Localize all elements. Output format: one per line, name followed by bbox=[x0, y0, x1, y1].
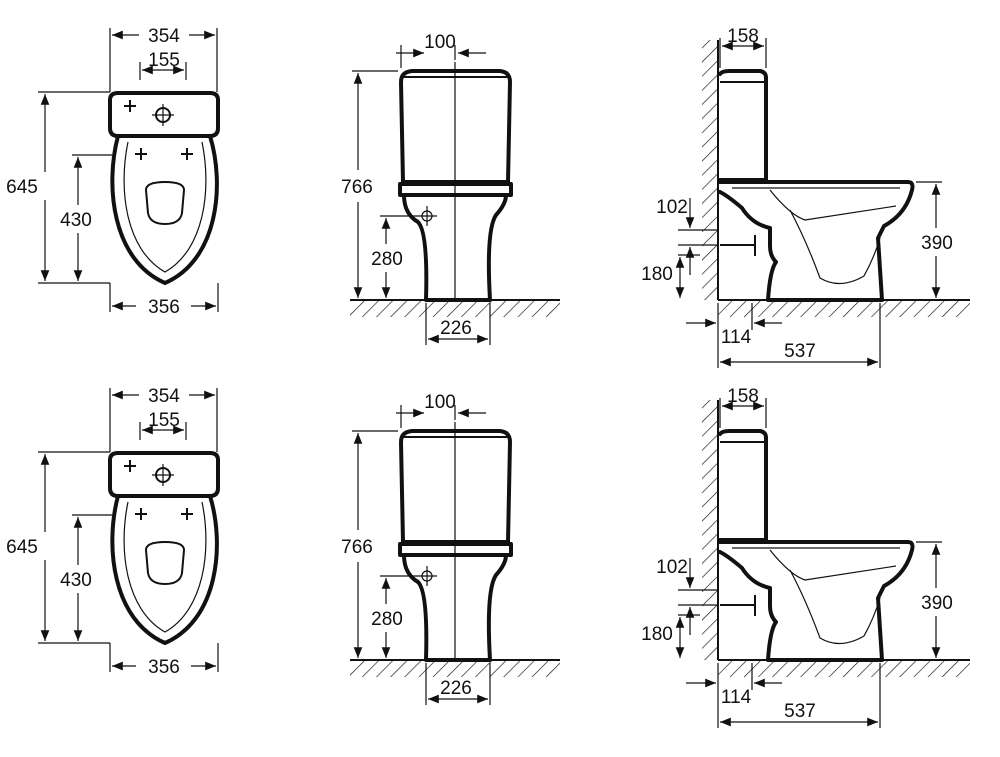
dim-top-width: 354 bbox=[148, 386, 180, 407]
top-view: 354 155 645 430 356 bbox=[6, 26, 220, 318]
dim-bowl-length: 430 bbox=[60, 570, 92, 591]
dim-total-length: 645 bbox=[6, 177, 38, 198]
top-view: 354 155 645 430 356 bbox=[6, 386, 220, 678]
dim-outlet-height: 180 bbox=[641, 264, 673, 285]
dim-total-depth: 537 bbox=[784, 701, 816, 722]
dim-bottom-width: 356 bbox=[148, 297, 180, 318]
dim-inlet-height: 280 bbox=[371, 249, 403, 270]
dim-bottom-width: 356 bbox=[148, 657, 180, 678]
tap-hole-icon bbox=[152, 464, 174, 486]
dim-seat-height: 390 bbox=[921, 593, 953, 614]
dim-base-width: 226 bbox=[440, 318, 472, 339]
dim-outlet-height: 180 bbox=[641, 624, 673, 645]
dim-pipe-height: 102 bbox=[656, 197, 688, 218]
dim-offset: 100 bbox=[424, 32, 456, 53]
dim-bowl-length: 430 bbox=[60, 210, 92, 231]
dim-inner-width: 155 bbox=[148, 410, 180, 431]
front-view: 100 766 280 226 bbox=[341, 32, 560, 345]
dim-offset: 100 bbox=[424, 392, 456, 413]
tap-hole-icon bbox=[152, 104, 174, 126]
dim-inner-width: 155 bbox=[148, 50, 180, 71]
dim-base-width: 226 bbox=[440, 678, 472, 699]
side-view: 158 102 180 390 114 537 bbox=[641, 386, 970, 728]
dim-pipe-height: 102 bbox=[656, 557, 688, 578]
dim-total-depth: 537 bbox=[784, 341, 816, 362]
dim-seat-height: 390 bbox=[921, 233, 953, 254]
mount-hole-icon bbox=[124, 460, 193, 520]
dim-total-height: 766 bbox=[341, 177, 373, 198]
dim-total-length: 645 bbox=[6, 537, 38, 558]
dim-inlet-height: 280 bbox=[371, 609, 403, 630]
dim-wall-distance: 114 bbox=[721, 327, 752, 348]
dim-top-width: 354 bbox=[148, 26, 180, 47]
mount-hole-icon bbox=[124, 100, 193, 160]
dim-wall-distance: 114 bbox=[721, 687, 752, 708]
drawing-row-2: 354 155 645 430 356 bbox=[6, 386, 970, 728]
dim-total-height: 766 bbox=[341, 537, 373, 558]
dim-tank-depth: 158 bbox=[727, 26, 759, 47]
front-view: 100 766 280 226 bbox=[341, 392, 560, 705]
side-view: 158 102 180 390 114 537 bbox=[641, 26, 970, 368]
dim-tank-depth: 158 bbox=[727, 386, 759, 407]
drawing-row-1: 354 155 645 430 356 bbox=[6, 26, 970, 368]
